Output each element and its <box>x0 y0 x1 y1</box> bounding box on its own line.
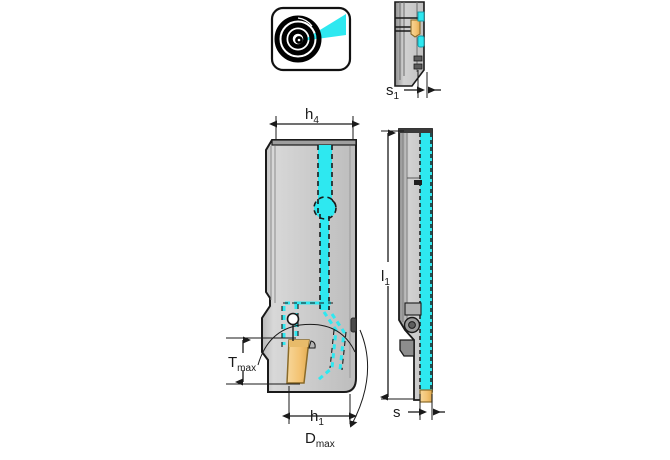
insert-seat-shoulder <box>308 340 316 349</box>
shank-edge-lines <box>270 146 276 303</box>
detail-slot-a <box>413 55 423 62</box>
target-rings <box>274 15 322 63</box>
insert-seat-detail-view: s1 <box>386 1 441 102</box>
dimension-s: s <box>393 394 445 421</box>
dimension-label-Dmax: Dmax <box>305 430 335 450</box>
side-insert-seat <box>399 339 415 357</box>
coolant-hidden-lines <box>313 145 337 310</box>
detail-slot-b <box>413 63 423 70</box>
dimension-s1: s1 <box>386 70 441 102</box>
side-clamp-screw-socket <box>408 321 416 329</box>
side-clamp-block <box>404 302 422 316</box>
side-insert <box>419 389 433 403</box>
clamp-screw-head <box>286 312 300 326</box>
side-notch <box>414 180 422 185</box>
dimension-label-Tmax: Tmax <box>228 354 256 374</box>
coolant-channel-lower <box>320 215 329 310</box>
dimension-label-h4: h4 <box>305 106 319 126</box>
side-top-face <box>399 129 432 133</box>
side-coolant-strip <box>420 133 432 391</box>
side-view: l1 s <box>380 128 445 421</box>
dimension-h1: h1 <box>282 386 357 428</box>
dimension-label-s: s <box>393 404 401 421</box>
coolant-spray-target-icon <box>270 6 352 72</box>
insert-top-face <box>289 340 309 347</box>
dimension-label-l1: l1 <box>381 268 390 288</box>
side-edge-lines <box>402 133 408 330</box>
side-coolant-hidden-lines <box>419 133 432 392</box>
detail-insert <box>410 19 421 38</box>
dimension-label-s1: s1 <box>386 82 400 102</box>
shank-side-slot <box>350 317 357 333</box>
detail-coolant-port-lower <box>417 35 425 48</box>
dimension-Tmax: Tmax <box>226 336 300 386</box>
dimension-l1: l1 <box>380 129 414 401</box>
coolant-chamber <box>314 197 336 219</box>
detail-coolant-port-upper <box>417 11 425 22</box>
side-clamp-assembly <box>399 302 422 357</box>
front-view: h4 <box>226 106 369 450</box>
shank-top-face <box>271 139 357 146</box>
shank-body <box>261 139 357 393</box>
dimension-label-h1: h1 <box>310 408 324 428</box>
